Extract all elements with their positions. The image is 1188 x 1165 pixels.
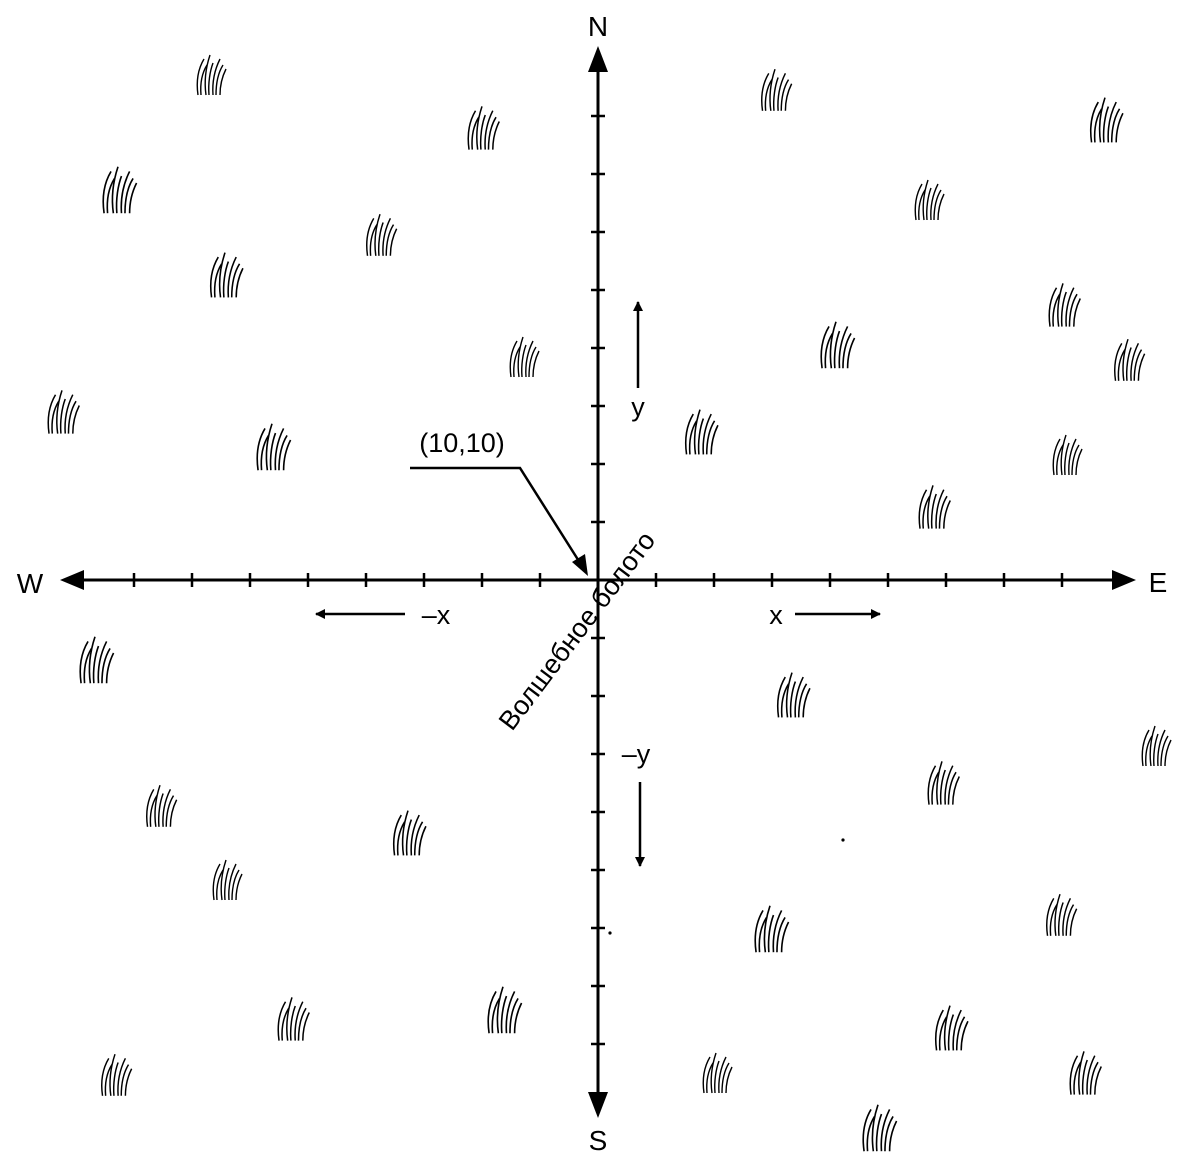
origin-coordinate-label: (10,10) xyxy=(419,428,505,458)
grass-tuft-icon xyxy=(1114,338,1146,382)
compass-east-label: E xyxy=(1149,567,1168,598)
grass-tuft-icon xyxy=(761,68,793,112)
compass-north-label: N xyxy=(588,11,608,42)
pos-y-indicator: y xyxy=(631,301,645,422)
compass-south-label: S xyxy=(589,1125,608,1156)
grass-tuft-icon xyxy=(927,760,961,806)
grass-tuft-icon xyxy=(47,389,81,435)
neg-y-indicator: –y xyxy=(622,739,651,867)
grass-tuft-icon xyxy=(1046,893,1078,937)
grass-tuft-icon xyxy=(934,1004,969,1052)
grass-tuft-icon xyxy=(509,336,540,378)
grass-tuft-icon xyxy=(776,671,811,719)
grass-tuft-icon xyxy=(1069,1050,1103,1096)
grass-tuft-icon xyxy=(487,985,523,1035)
compass-west-label: W xyxy=(17,568,44,599)
grass-tuft-icon xyxy=(196,54,227,96)
grass-tuft-icon xyxy=(146,784,178,828)
grass-tuft-icon xyxy=(392,809,427,857)
grass-tuft-icon xyxy=(1048,282,1082,328)
grass-tuft-icon xyxy=(702,1052,733,1094)
pos-y-label: y xyxy=(631,392,645,422)
origin-callout: (10,10) xyxy=(410,428,588,576)
axis-ticks xyxy=(132,114,1064,1046)
grass-tuft-icon xyxy=(820,320,856,370)
grass-tuft-icon xyxy=(862,1103,898,1153)
grass-tuft-icon xyxy=(256,422,292,472)
grass-tuft-icon xyxy=(366,213,398,257)
grass-tuft-icon xyxy=(467,105,501,151)
pos-x-indicator: x xyxy=(769,600,881,630)
grass-tuft-icon xyxy=(1052,434,1083,476)
grass-tuft-icon xyxy=(754,904,790,954)
grass-tuft-icon xyxy=(914,179,945,221)
neg-y-label: –y xyxy=(622,739,651,769)
neg-x-label: –x xyxy=(422,600,451,630)
grass-tuft-icon xyxy=(684,408,719,456)
grass-tuft-icon xyxy=(101,1053,133,1097)
stray-dot xyxy=(841,838,845,842)
grass-tuft-icon xyxy=(79,635,115,685)
grass-tuft-icon xyxy=(212,859,243,901)
grass-tuft-icon xyxy=(209,251,244,299)
grass-tuft-icon xyxy=(102,165,138,215)
neg-x-indicator: –x xyxy=(315,600,451,630)
pos-x-label: x xyxy=(769,600,783,630)
grass-tuft-icon xyxy=(1089,96,1124,144)
stray-dot xyxy=(608,931,612,935)
grass-tuft-icon xyxy=(1141,725,1172,767)
grass-tuft-icon xyxy=(918,484,952,530)
grass-tuft-icon xyxy=(277,996,311,1042)
